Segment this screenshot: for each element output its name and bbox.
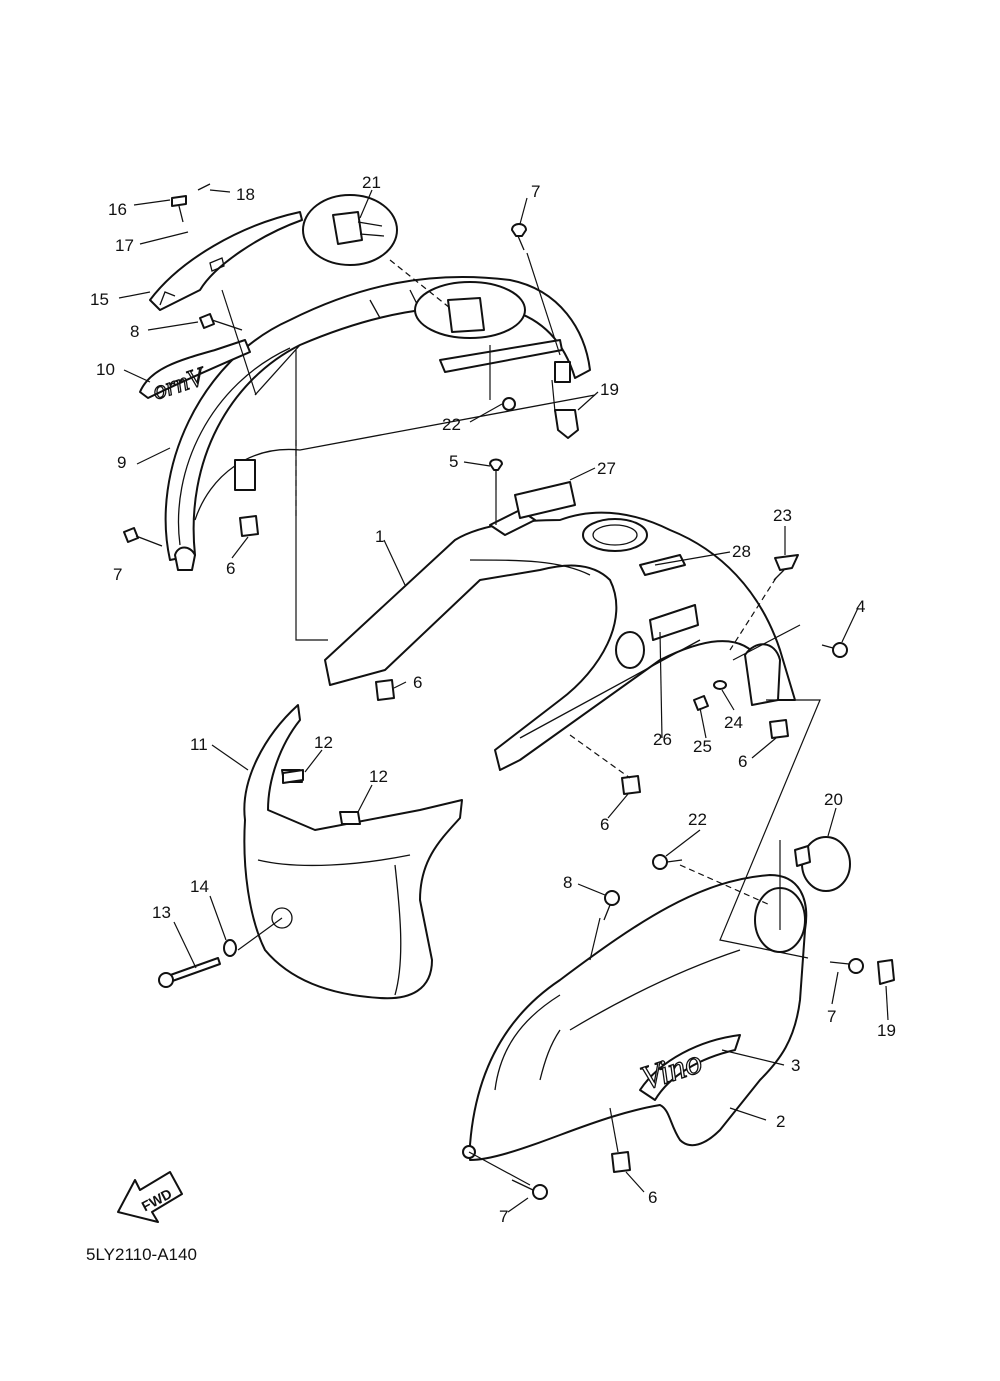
part-number-6e: 6 xyxy=(648,1188,657,1207)
part-number-1: 1 xyxy=(375,527,384,546)
fasteners xyxy=(123,183,895,1200)
part-number-12b: 12 xyxy=(369,767,388,786)
part-number-14: 14 xyxy=(190,877,209,896)
leader-lines xyxy=(118,189,889,1213)
diagram-code: 5LY2110-A140 xyxy=(86,1245,197,1264)
part-number-7b: 7 xyxy=(113,565,122,584)
label-26-part xyxy=(649,604,699,641)
part-number-22a: 22 xyxy=(442,415,461,434)
part-number-27: 27 xyxy=(597,459,616,478)
part-number-15: 15 xyxy=(90,290,109,309)
part-number-28: 28 xyxy=(732,542,751,561)
part-number-3: 3 xyxy=(791,1056,800,1075)
part-number-7a: 7 xyxy=(531,182,540,201)
part-number-10: 10 xyxy=(96,360,115,379)
part-number-6b: 6 xyxy=(413,673,422,692)
part-number-22b: 22 xyxy=(688,810,707,829)
part-number-6c: 6 xyxy=(738,752,747,771)
part-number-23: 23 xyxy=(773,506,792,525)
part-number-12a: 12 xyxy=(314,733,333,752)
upper-cover-part xyxy=(164,275,596,571)
part-number-4: 4 xyxy=(856,597,865,616)
part-number-2: 2 xyxy=(776,1112,785,1131)
part-number-8b: 8 xyxy=(563,873,572,892)
part-number-5: 5 xyxy=(449,452,458,471)
part-number-19a: 19 xyxy=(600,380,619,399)
label-27-part xyxy=(514,481,576,519)
part-number-19b: 19 xyxy=(877,1021,896,1040)
fwd-arrow-icon: FWD xyxy=(117,1171,183,1223)
part-number-25: 25 xyxy=(693,737,712,756)
part-number-6a: 6 xyxy=(226,559,235,578)
part-number-26: 26 xyxy=(653,730,672,749)
part-number-13: 13 xyxy=(152,903,171,922)
guide-lines xyxy=(221,252,821,1186)
round-reflector-part xyxy=(794,836,851,892)
part-numbers: 1 2 3 4 5 6 6 6 6 6 7 7 7 7 8 8 9 10 11 … xyxy=(90,173,896,1226)
inner-frame-part xyxy=(324,509,796,771)
part-number-20: 20 xyxy=(824,790,843,809)
part-number-16: 16 xyxy=(108,200,127,219)
pin-16 xyxy=(171,195,187,207)
part-number-21: 21 xyxy=(362,173,381,192)
side-cover-part xyxy=(462,874,808,1161)
part-number-8a: 8 xyxy=(130,322,139,341)
part-number-6d: 6 xyxy=(600,815,609,834)
part-number-7c: 7 xyxy=(827,1007,836,1026)
part-number-17: 17 xyxy=(115,236,134,255)
part-number-11: 11 xyxy=(190,735,208,754)
part-number-9: 9 xyxy=(117,453,126,472)
part-number-7d: 7 xyxy=(499,1207,508,1226)
bracket-panel-part xyxy=(149,211,303,311)
part-number-24: 24 xyxy=(724,713,743,732)
clip-detail-inset xyxy=(302,194,526,339)
pin-18 xyxy=(197,183,211,191)
part-number-18: 18 xyxy=(236,185,255,204)
front-lower-cover-part xyxy=(243,704,463,1000)
